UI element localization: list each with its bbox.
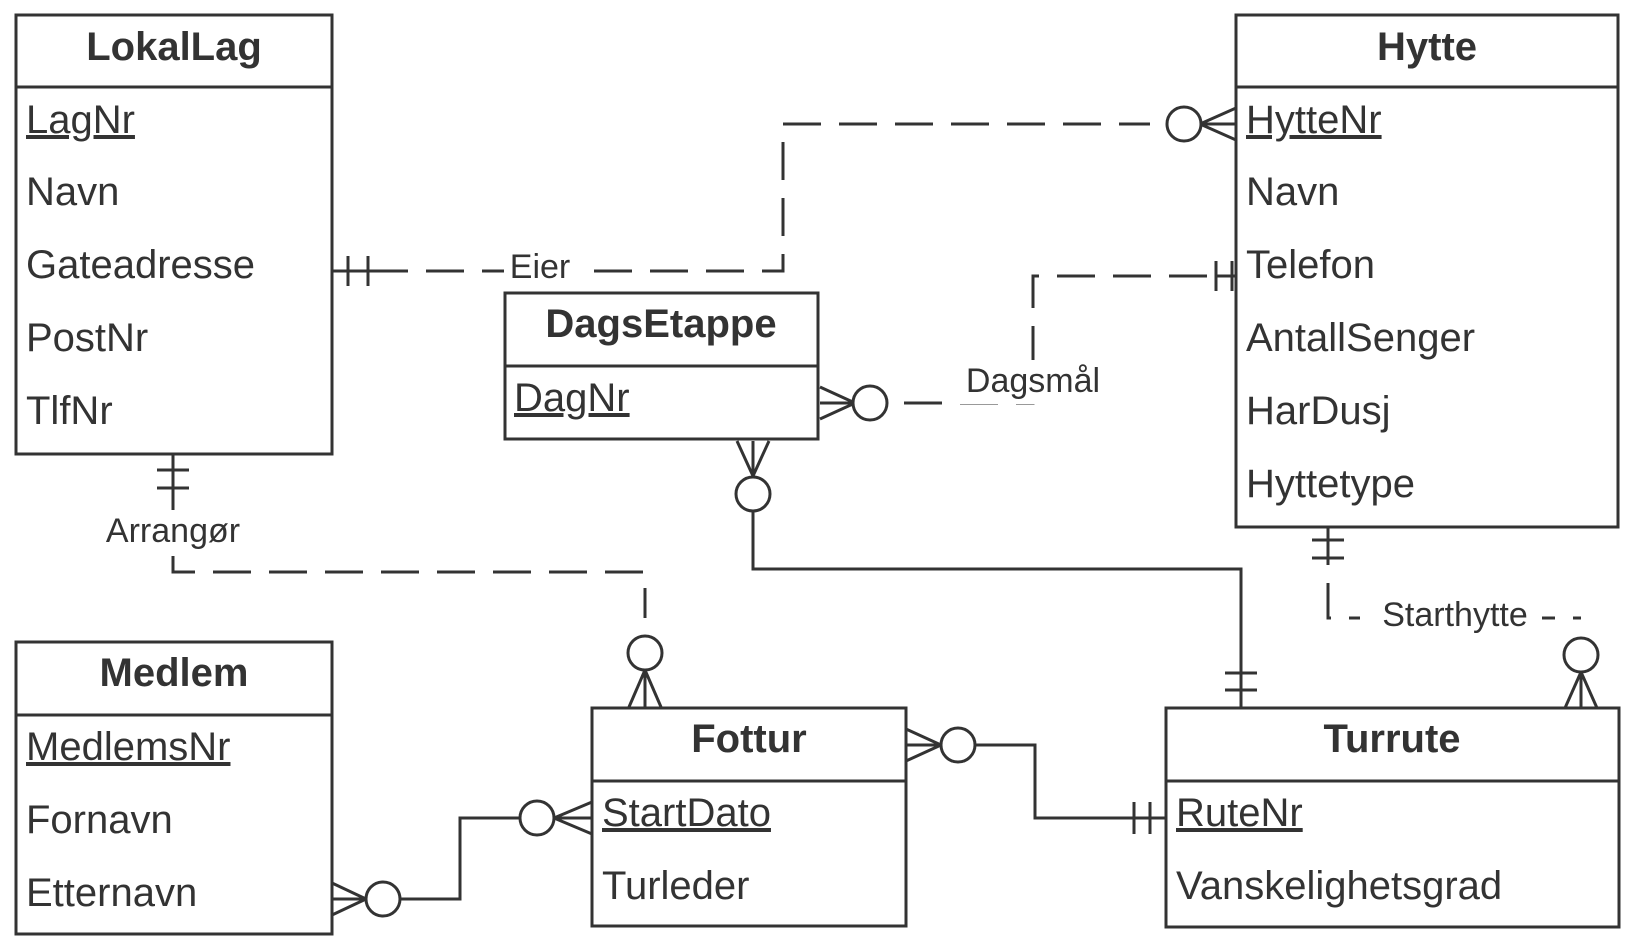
- entity-dagsetappe: DagsEtappe DagNr: [503, 291, 820, 441]
- primary-key: DagNr: [514, 376, 630, 420]
- attribute: Vanskelighetsgrad: [1176, 864, 1502, 908]
- relationship-dagsetappe-turrute: [734, 440, 1257, 708]
- relationship-eier: Eier: [332, 105, 1237, 286]
- entity-turrute: Turrute RuteNr Vanskelighetsgrad: [1164, 706, 1621, 929]
- primary-key: HytteNr: [1246, 98, 1382, 142]
- primary-key: MedlemsNr: [26, 725, 230, 769]
- relationship-medlem-fottur: [331, 799, 593, 918]
- entity-lokallag: LokalLag LagNr Navn Gateadresse PostNr T…: [14, 13, 334, 456]
- arrangor-label: Arrangør: [106, 512, 240, 550]
- primary-key: RuteNr: [1176, 791, 1303, 835]
- attribute: Fornavn: [26, 798, 173, 842]
- entity-hytte: Hytte HytteNr Navn Telefon AntallSenger …: [1234, 13, 1620, 529]
- attribute: PostNr: [26, 316, 148, 360]
- attribute: Etternavn: [26, 871, 197, 915]
- entity-title: LokalLag: [86, 25, 262, 69]
- entity-title: Turrute: [1323, 717, 1460, 761]
- primary-key: StartDato: [602, 791, 771, 835]
- attribute: Hyttetype: [1246, 462, 1415, 506]
- attribute: AntallSenger: [1246, 316, 1475, 360]
- attribute: Gateadresse: [26, 243, 255, 287]
- relationship-starthytte: Starthytte: [1312, 527, 1600, 709]
- starthytte-label: Starthytte: [1382, 596, 1528, 634]
- attribute: Turleder: [602, 864, 749, 908]
- relationship-fottur-turrute: [905, 726, 1166, 834]
- entity-fottur: Fottur StartDato Turleder: [590, 706, 908, 928]
- attribute: HarDusj: [1246, 389, 1390, 433]
- entity-title: Hytte: [1377, 25, 1477, 69]
- entity-title: Medlem: [100, 651, 249, 695]
- dagsmal-label: Dagsmål: [966, 362, 1100, 400]
- eier-label: Eier: [510, 248, 570, 286]
- attribute: Navn: [1246, 170, 1339, 214]
- entity-title: DagsEtappe: [545, 302, 776, 346]
- entity-medlem: Medlem MedlemsNr Fornavn Etternavn: [14, 640, 334, 936]
- relationship-dagsmal: Dagsmål: [819, 261, 1236, 422]
- entity-title: Fottur: [691, 717, 807, 761]
- primary-key: LagNr: [26, 98, 135, 142]
- attribute: TlfNr: [26, 389, 113, 433]
- attribute: Telefon: [1246, 243, 1375, 287]
- relationship-arrangor: Arrangør: [92, 455, 664, 708]
- attribute: Navn: [26, 170, 119, 214]
